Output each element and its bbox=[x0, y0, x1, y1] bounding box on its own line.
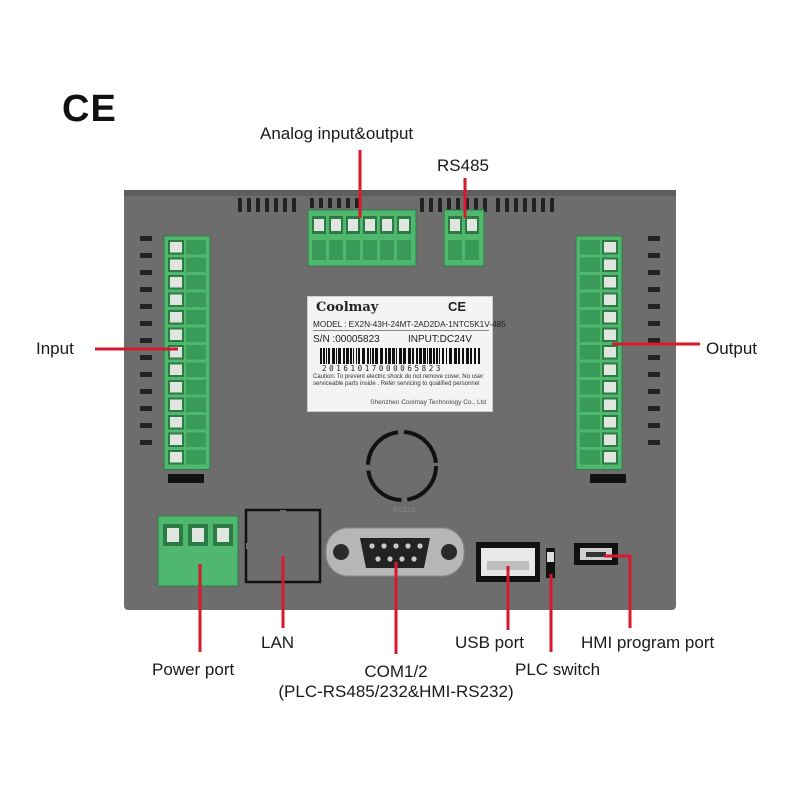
label-com-line1: COM1/2 bbox=[364, 662, 428, 681]
label-com: COM1/2 (PLC-RS485/232&HMI-RS232) bbox=[268, 662, 524, 702]
product-nameplate: Coolmay CE MODEL : EX2N-43H-24MT-2AD2DA-… bbox=[307, 296, 506, 412]
label-usb: USB port bbox=[455, 633, 524, 652]
power-terminal bbox=[157, 515, 239, 587]
label-analog: Analog input&output bbox=[260, 124, 414, 143]
label-plc-switch: PLC switch bbox=[515, 660, 601, 679]
right-vents bbox=[648, 236, 660, 445]
model-number: MODEL : EX2N-43H-24MT-2AD2DA-1NTC5K1V-48… bbox=[313, 320, 506, 331]
svg-text:RS232: RS232 bbox=[393, 506, 416, 514]
manufacturer: Shenzhen Coolmay Technology Co., Ltd bbox=[370, 399, 486, 406]
label-power: Power port bbox=[152, 660, 235, 679]
top-vents bbox=[238, 198, 554, 212]
analog-terminal-block bbox=[307, 209, 417, 267]
callout-lines bbox=[95, 150, 700, 654]
serial-number: S/N :00005823 bbox=[313, 334, 380, 345]
barcode-digits: 20161017000065823 bbox=[322, 364, 443, 373]
rs485-terminal-block bbox=[443, 209, 485, 267]
brand-name: Coolmay bbox=[316, 300, 379, 315]
input-terminal-block bbox=[163, 235, 211, 470]
label-hmi-port: HMI program port bbox=[581, 633, 715, 652]
label-rs485: RS485 bbox=[437, 156, 489, 175]
label-com-line2: (PLC-RS485/232&HMI-RS232) bbox=[278, 682, 514, 701]
com-db9-port bbox=[325, 527, 465, 577]
label-input: Input bbox=[36, 339, 74, 358]
barcode bbox=[320, 348, 480, 364]
label-output: Output bbox=[706, 339, 758, 358]
caution-text: Caution: To prevent electric shock do no… bbox=[313, 374, 484, 387]
input-rating: INPUT:DC24V bbox=[408, 334, 472, 345]
output-terminal-block bbox=[575, 235, 623, 470]
left-vents bbox=[140, 236, 152, 445]
buzzer-circle bbox=[366, 430, 438, 502]
nameplate-ce-mark: CE bbox=[448, 299, 467, 314]
label-lan: LAN bbox=[261, 633, 295, 652]
mini-usb-port bbox=[574, 543, 618, 565]
plc-switch bbox=[546, 548, 555, 578]
ce-mark: CE bbox=[62, 88, 117, 130]
